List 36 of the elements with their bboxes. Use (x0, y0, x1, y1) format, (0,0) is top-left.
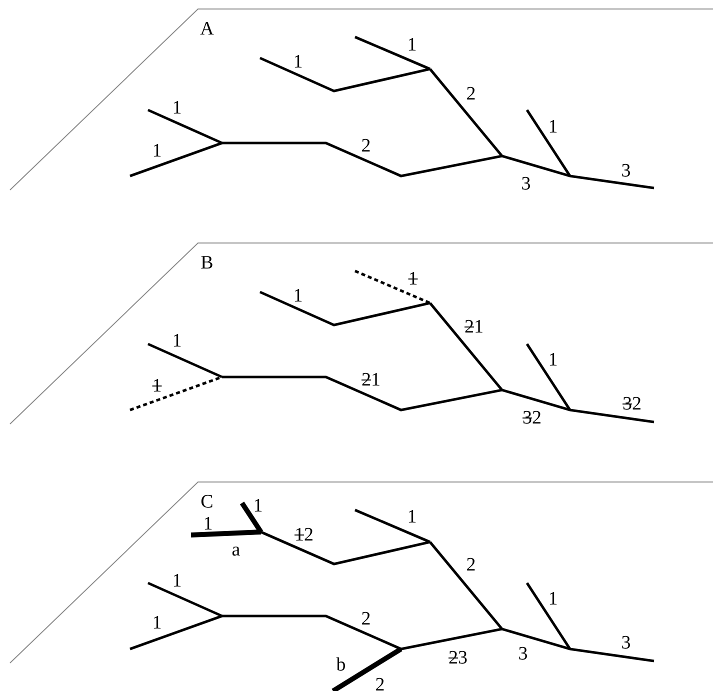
stream-order-number: 1 (548, 350, 558, 370)
stream-order-number: 1 (293, 52, 303, 72)
stream-order-number: 2 (361, 136, 371, 156)
stream-order-number: 1 (172, 332, 182, 350)
stream-order-number: 32 (622, 394, 642, 414)
stream-order-number: 1 (152, 614, 162, 632)
panel-letter: C (200, 492, 214, 512)
stream-order-number: 1 (203, 514, 213, 534)
stream-order-number: 2 (375, 676, 385, 691)
stream-order-number: 1 (172, 98, 182, 118)
stream-order-number: 32 (522, 408, 542, 428)
stream-order-number: 1 (172, 572, 182, 590)
stream-order-number: 2 (466, 556, 476, 574)
stream-order-number: 21 (362, 370, 380, 390)
point-letter: a (232, 540, 240, 560)
stream-order-number: 2 (361, 610, 371, 628)
stream-order-number: 1 (152, 142, 162, 160)
stream-order-number: 1 (152, 376, 162, 396)
stream-order-number: 1 (253, 496, 263, 516)
stream-order-number: 2 (466, 84, 476, 104)
stream-order-number: 3 (621, 162, 631, 180)
stream-order-number: 1 (548, 118, 558, 136)
panel-letter: A (200, 20, 214, 38)
stream-order-number: 1 (293, 286, 303, 306)
stream-order-number: 1 (407, 508, 417, 526)
stream-order-number: 1 (408, 270, 418, 288)
stream-order-number: 23 (448, 648, 468, 668)
stream-order-number: 21 (464, 318, 484, 336)
point-letter: b (336, 656, 346, 674)
stream-order-number: 3 (518, 644, 528, 664)
stream-order-number: 12 (294, 526, 314, 544)
stream-order-number: 1 (407, 36, 417, 54)
panel-letter: B (200, 254, 214, 272)
stream-order-number: 3 (521, 174, 531, 194)
stream-order-number: 1 (548, 590, 558, 608)
stream-order-number: 3 (621, 634, 631, 652)
